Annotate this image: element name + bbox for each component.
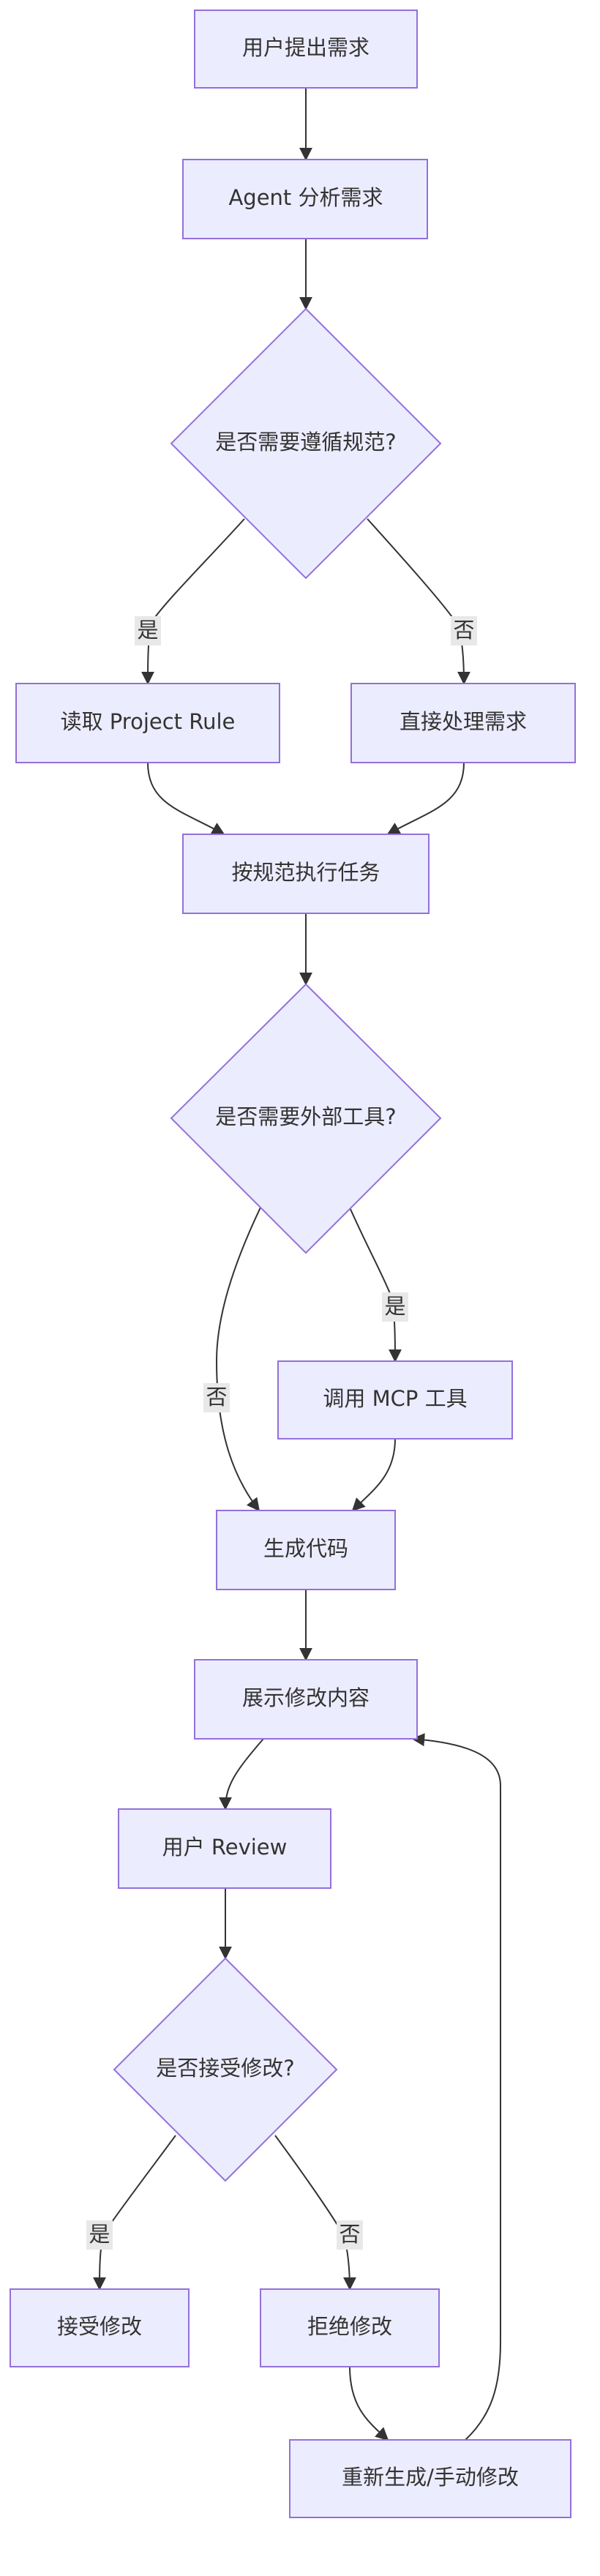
edge-need-rules-to-read-rule — [141, 518, 245, 685]
edge-label-tools-yes-text: 是 — [384, 1294, 405, 1319]
edge-label-rules-yes: 是 — [135, 616, 161, 645]
node-direct-handle-label: 直接处理需求 — [400, 709, 527, 734]
node-call-mcp: 调用 MCP 工具 — [277, 1360, 513, 1439]
edge-need-tools-to-call-mcp — [349, 1207, 402, 1363]
edge-label-tools-no-text: 否 — [206, 1385, 227, 1409]
node-user-request-label: 用户提出需求 — [242, 35, 370, 60]
edge-need-rules-to-direct-handle — [367, 518, 470, 685]
node-execute-task: 按规范执行任务 — [182, 834, 430, 914]
node-regenerate: 重新生成/手动修改 — [289, 2439, 571, 2518]
edge-regenerate-to-show-changes — [411, 1733, 501, 2441]
node-call-mcp-label: 调用 MCP 工具 — [323, 1386, 467, 1411]
node-generate-code-label: 生成代码 — [263, 1536, 348, 1561]
node-read-rule-label: 读取 Project Rule — [61, 709, 236, 734]
node-accept-label: 接受修改 — [57, 2314, 142, 2339]
edge-label-rules-no-text: 否 — [453, 618, 474, 643]
edge-label-accept-yes-text: 是 — [89, 2222, 110, 2247]
node-reject: 拒绝修改 — [260, 2288, 440, 2367]
node-direct-handle: 直接处理需求 — [350, 683, 576, 763]
edge-label-accept-yes: 是 — [86, 2220, 113, 2250]
nodes: 用户提出需求 Agent 分析需求 是否需要遵循规范? 读取 Project R… — [10, 10, 576, 2518]
edge-accept-q-to-reject — [274, 2135, 356, 2291]
node-user-review: 用户 Review — [118, 1808, 331, 1889]
node-accept: 接受修改 — [10, 2288, 190, 2367]
decision-accept: 是否接受修改? — [113, 1957, 338, 2182]
decision-need-tools-label: 是否需要外部工具? — [215, 1104, 396, 1129]
node-reject-label: 拒绝修改 — [307, 2314, 392, 2339]
node-agent-analyze-label: Agent 分析需求 — [228, 185, 383, 210]
edge-label-tools-yes: 是 — [382, 1292, 408, 1322]
edge-call-mcp-to-generate-code — [351, 1438, 396, 1512]
decision-accept-label: 是否接受修改? — [156, 2056, 294, 2081]
edge-labels: 是 否 是 否 是 否 — [86, 616, 477, 2250]
edge-read-rule-to-execute-task — [147, 762, 225, 835]
node-read-rule: 读取 Project Rule — [15, 683, 280, 763]
node-show-changes-label: 展示修改内容 — [242, 1685, 370, 1710]
node-generate-code: 生成代码 — [216, 1510, 396, 1590]
edge-label-rules-no: 否 — [451, 616, 477, 645]
edge-label-tools-no: 否 — [203, 1383, 230, 1412]
node-regenerate-label: 重新生成/手动修改 — [342, 2465, 519, 2490]
node-show-changes: 展示修改内容 — [194, 1659, 418, 1740]
node-user-request: 用户提出需求 — [194, 10, 418, 89]
edge-need-tools-to-generate-code — [215, 1207, 261, 1512]
edge-label-accept-no: 否 — [337, 2220, 363, 2250]
node-agent-analyze: Agent 分析需求 — [182, 159, 428, 239]
edge-reject-to-regenerate — [349, 2366, 389, 2441]
edge-label-accept-no-text: 否 — [339, 2222, 360, 2247]
edge-direct-handle-to-execute-task — [386, 762, 465, 835]
decision-need-rules: 是否需要遵循规范? — [170, 307, 442, 580]
edge-accept-q-to-accept — [93, 2135, 176, 2291]
node-execute-task-label: 按规范执行任务 — [231, 860, 380, 885]
node-user-review-label: 用户 Review — [162, 1835, 288, 1860]
edge-show-changes-to-user-review — [219, 1738, 264, 1811]
edge-label-rules-yes-text: 是 — [137, 618, 158, 643]
decision-need-tools: 是否需要外部工具? — [170, 983, 442, 1254]
decision-need-rules-label: 是否需要遵循规范? — [215, 430, 396, 454]
